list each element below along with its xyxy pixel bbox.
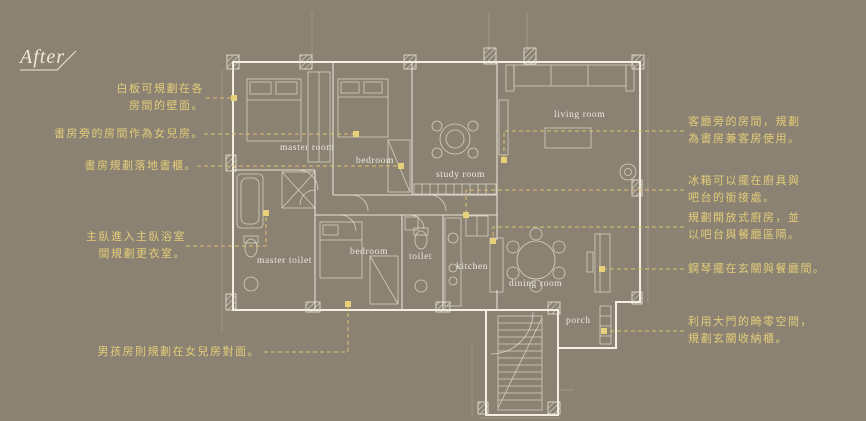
piano <box>586 233 611 293</box>
coffee-table <box>544 127 592 149</box>
annotation-guest-study: 客廳旁的房間，規劃 為書房兼客房使用。 <box>688 116 801 145</box>
room-label-toilet: toilet <box>409 252 433 262</box>
annotation-boys-room: 男孩房則規劃在女兒房對面。 <box>97 346 260 358</box>
stairs <box>497 315 543 411</box>
room-label-bedroom-top: bedroom <box>356 156 394 166</box>
boys-bed <box>319 221 363 279</box>
kitchen-counter <box>444 217 462 307</box>
study-table <box>431 120 479 159</box>
dining-table <box>506 227 566 293</box>
annotation-fridge: 冰箱可以擺在廚具與 吧台的銜接處。 <box>688 175 801 204</box>
after-underline <box>20 50 77 71</box>
room-label-master-room: master room <box>280 143 335 153</box>
bar-counter <box>489 237 504 293</box>
annotation-daughter-room: 書房旁的房間作為女兒房。 <box>54 128 204 140</box>
annotation-whiteboard: 白板可規劃在各 房間的壁面。 <box>116 83 204 112</box>
room-label-kitchen: kitchen <box>456 262 489 272</box>
annotation-dressing-room: 主臥進入主臥浴室 間規劃更衣室。 <box>86 231 186 260</box>
furniture <box>236 64 637 411</box>
master-bed <box>246 78 302 142</box>
annotation-piano: 鋼琴擺在玄關與餐廳間。 <box>688 263 826 275</box>
door-swings <box>297 169 534 355</box>
annotation-open-kitchen: 規劃開放式廚房，並 以吧台與餐廳區隔。 <box>688 212 801 241</box>
boys-wardrobe <box>369 255 399 305</box>
study-bookshelf <box>413 183 497 195</box>
columns <box>225 47 645 415</box>
sofa <box>505 64 635 92</box>
leader-boys-room <box>264 306 349 353</box>
room-label-living-room: living room <box>554 110 606 120</box>
leader-dressing-room <box>186 215 267 247</box>
interior-walls <box>233 62 498 310</box>
dressing-closet <box>281 171 316 209</box>
daughter-bed <box>337 78 389 138</box>
room-label-porch: porch <box>566 316 591 326</box>
outer-walls <box>232 61 641 416</box>
entry-cabinet <box>599 305 612 345</box>
leader-open-kitchen <box>492 226 684 241</box>
fridge <box>465 215 489 237</box>
after-label: After <box>20 46 65 68</box>
annotation-entry-cabinet: 利用大門的畸零空間， 規劃玄關收納櫃。 <box>688 316 813 345</box>
toilet-fixtures <box>404 216 429 293</box>
room-label-dining-room: dining room <box>509 279 563 289</box>
annotation-bookshelf: 書房規劃落地書櫃。 <box>84 160 197 172</box>
leader-markers <box>231 95 607 334</box>
master-toilet-fixtures <box>243 235 259 292</box>
room-label-bedroom-lower: bedroom <box>350 247 388 257</box>
room-label-study-room: study room <box>436 170 486 180</box>
construction-lines <box>221 12 649 419</box>
room-label-master-toilet: master toilet <box>257 256 313 266</box>
leader-fridge <box>465 189 684 215</box>
bathtub <box>236 173 264 229</box>
leader-guest-study <box>503 130 684 160</box>
master-wardrobe <box>307 71 331 163</box>
plant <box>619 163 637 181</box>
